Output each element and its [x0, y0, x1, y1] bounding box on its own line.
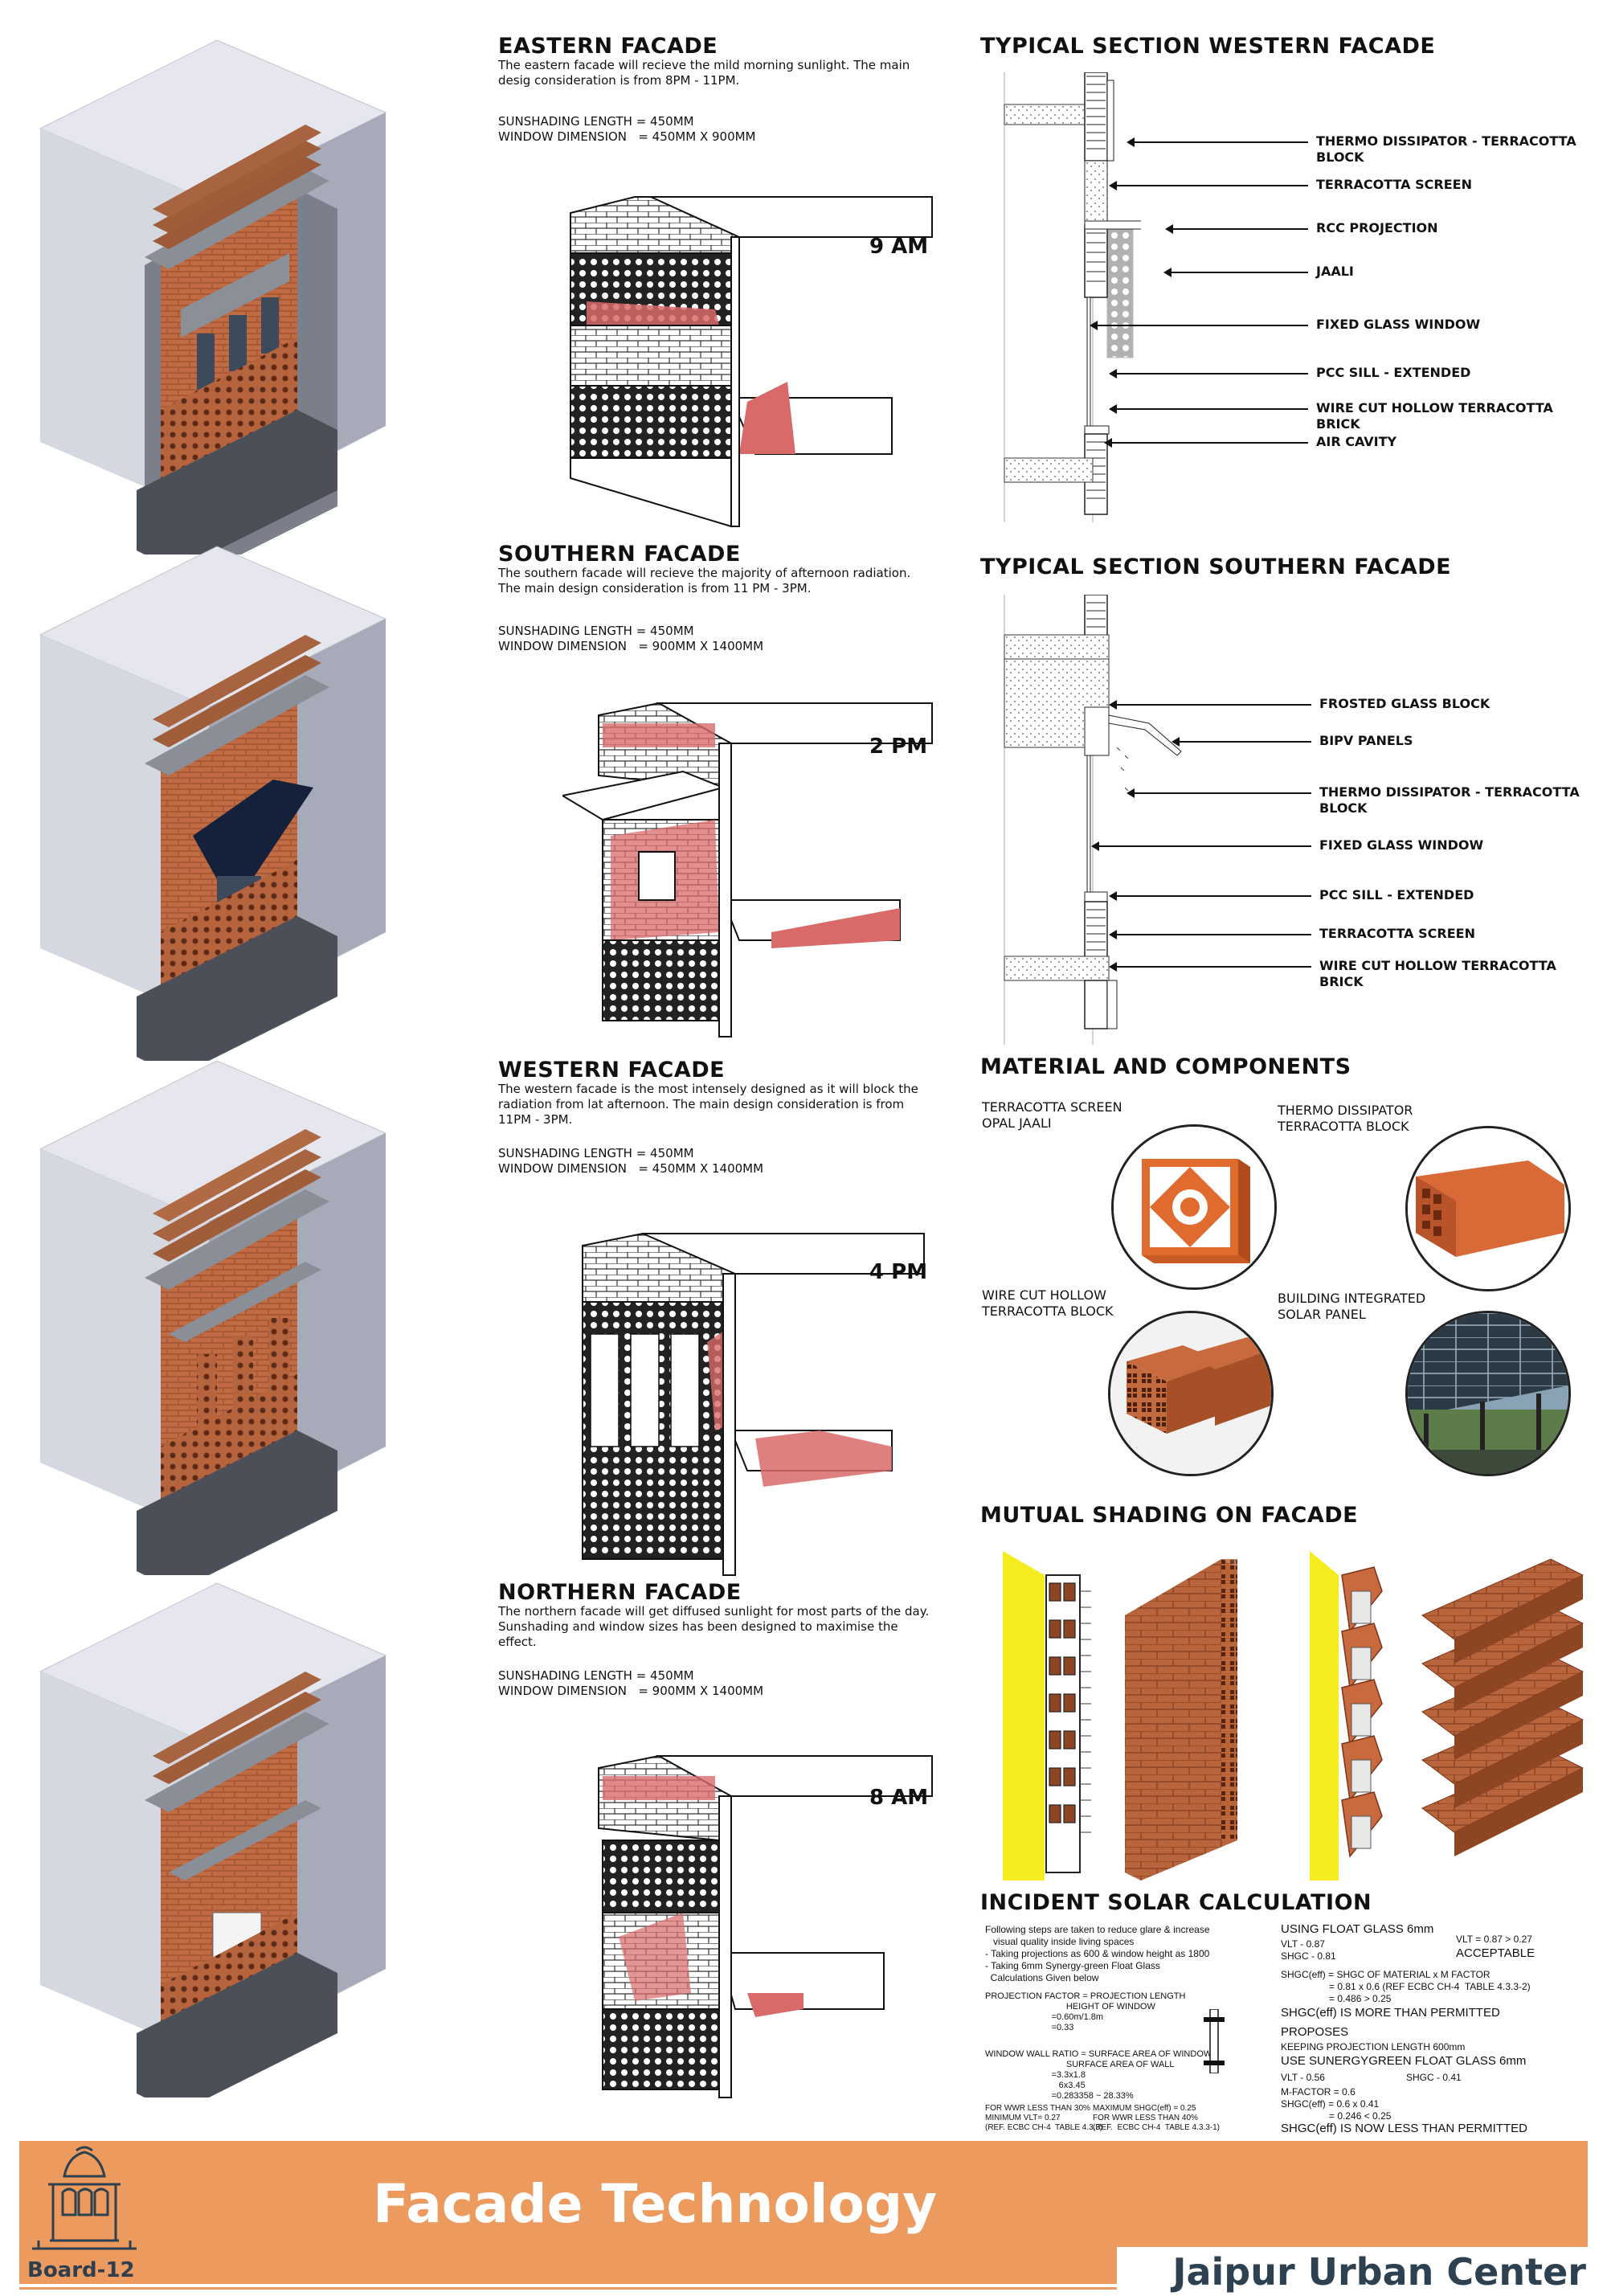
western-label-cavity: AIR CAVITY — [1316, 434, 1397, 449]
board-number: Board-12 — [27, 2258, 135, 2282]
southern-label-screen: TERRACOTTA SCREEN — [1319, 926, 1475, 941]
sun-time-north: 8 AM — [869, 1786, 929, 1810]
western-arrow-rcc — [1165, 224, 1308, 234]
solar-calc-wwr: WINDOW WALL RATIO = SURFACE AREA OF WIND… — [985, 2049, 1212, 2101]
western-label-thermo: THERMO DISSIPATOR - TERRACOTTA BLOCK — [1316, 133, 1576, 165]
mutual-shading-title: MUTUAL SHADING ON FACADE — [980, 1503, 1359, 1528]
facade-title-west: WESTERN FACADE — [498, 1058, 726, 1083]
western-section-drawing — [996, 72, 1150, 522]
solar-calc-title: INCIDENT SOLAR CALCULATION — [980, 1890, 1372, 1915]
project-name: Jaipur Urban Center — [1172, 2250, 1586, 2294]
southern-arrow-brick — [1109, 962, 1311, 972]
facade-spec-south: SUNSHADING LENGTH = 450MM WINDOW DIMENSI… — [498, 624, 764, 653]
sun-diagram-south — [560, 699, 940, 1045]
facade-title-south: SOUTHERN FACADE — [498, 542, 741, 567]
facade-desc-north: The northern facade will get diffused su… — [498, 1604, 930, 1649]
window-section-icon — [1200, 2008, 1228, 2074]
western-label-glass: FIXED GLASS WINDOW — [1316, 317, 1481, 332]
hawa-mahal-icon — [32, 2144, 137, 2253]
solar-calc-limits-left: FOR WWR LESS THAN 30% MINIMUM VLT= 0.27 … — [985, 2104, 1103, 2132]
facade-model-west — [32, 1045, 482, 1591]
solar-calc-projection: PROJECTION FACTOR = PROJECTION LENGTH HE… — [985, 1991, 1186, 2032]
solar-calc-limits-right: MAXIMUM SHGC(eff) = 0.25 FOR WWR LESS TH… — [1093, 2104, 1221, 2132]
southern-section-drawing — [996, 594, 1189, 1045]
facade-spec-west: SUNSHADING LENGTH = 450MM WINDOW DIMENSI… — [498, 1146, 764, 1176]
solar-calc-more: SHGC(eff) IS MORE THAN PERMITTED — [1281, 2006, 1500, 2020]
solar-calc-mfactor: M-FACTOR = 0.6 SHGC(eff) = 0.6 x 0.41 = … — [1281, 2086, 1392, 2122]
western-label-sill: PCC SILL - EXTENDED — [1316, 365, 1471, 380]
western-arrow-sill — [1109, 369, 1308, 379]
western-arrow-glass — [1090, 321, 1308, 330]
facade-model-north — [32, 1567, 482, 2114]
southern-arrow-screen — [1109, 930, 1311, 939]
facade-desc-south: The southern facade will recieve the maj… — [498, 566, 911, 595]
solar-calc-shgc: SHGC(eff) = SHGC OF MATERIAL x M FACTOR … — [1281, 1969, 1531, 2004]
solar-calc-vlt-check: VLT = 0.87 > 0.27 — [1456, 1934, 1532, 1945]
material-label-thermo: THERMO DISSIPATOR TERRACOTTA BLOCK — [1278, 1103, 1413, 1134]
project-name-box: Jaipur Urban Center — [1117, 2247, 1591, 2294]
material-image-solar — [1408, 1313, 1568, 1474]
western-arrow-cavity — [1104, 438, 1308, 448]
sun-time-south: 2 PM — [869, 735, 928, 759]
southern-label-sill: PCC SILL - EXTENDED — [1319, 887, 1474, 902]
sun-diagram-north — [562, 1752, 940, 2106]
solar-calc-use: USE SUNERGYGREEN FLOAT GLASS 6mm — [1281, 2054, 1527, 2068]
southern-section-title: TYPICAL SECTION SOUTHERN FACADE — [980, 555, 1452, 579]
southern-label-thermo: THERMO DISSIPATOR - TERRACOTTA BLOCK — [1319, 784, 1580, 816]
facade-title-north: NORTHERN FACADE — [498, 1580, 742, 1605]
southern-label-glass: FIXED GLASS WINDOW — [1319, 837, 1484, 853]
western-label-screen: TERRACOTTA SCREEN — [1316, 177, 1472, 192]
southern-arrow-sill — [1109, 891, 1311, 901]
solar-calc-intro: Following steps are taken to reduce glar… — [985, 1924, 1210, 1983]
western-section-title: TYPICAL SECTION WESTERN FACADE — [980, 34, 1436, 59]
western-arrow-jaali — [1163, 268, 1308, 277]
facade-spec-north: SUNSHADING LENGTH = 450MM WINDOW DIMENSI… — [498, 1668, 764, 1698]
solar-calc-less: SHGC(eff) IS NOW LESS THAN PERMITTED — [1281, 2122, 1527, 2135]
facade-spec-east: SUNSHADING LENGTH = 450MM WINDOW DIMENSI… — [498, 114, 756, 144]
material-label-hollow: WIRE CUT HOLLOW TERRACOTTA BLOCK — [982, 1287, 1114, 1319]
material-image-thermo — [1408, 1128, 1568, 1289]
southern-arrow-glass — [1091, 841, 1311, 851]
southern-arrow-bipv — [1172, 737, 1311, 747]
southern-label-bipv: BIPV PANELS — [1319, 733, 1413, 748]
solar-calc-vlt1: VLT - 0.87 SHGC - 0.81 — [1281, 1938, 1336, 1962]
solar-calc-acceptable: ACCEPTABLE — [1456, 1946, 1535, 1960]
mutual-shading-diagram-right — [1310, 1543, 1591, 1881]
footer-title: Facade Technology — [373, 2173, 938, 2235]
western-arrow-thermo — [1127, 137, 1308, 147]
sun-diagram-west — [554, 1230, 940, 1583]
material-image-jaali — [1114, 1127, 1274, 1287]
western-label-jaali: JAALI — [1316, 264, 1354, 279]
material-label-solar: BUILDING INTEGRATED SOLAR PANEL — [1278, 1291, 1426, 1322]
southern-label-frosted: FROSTED GLASS BLOCK — [1319, 696, 1490, 711]
southern-arrow-frosted — [1109, 700, 1311, 710]
southern-arrow-thermo — [1127, 788, 1311, 798]
facade-model-east — [32, 24, 482, 579]
western-arrow-brick — [1109, 404, 1308, 414]
mutual-shading-diagram-left — [996, 1543, 1270, 1881]
facade-desc-east: The eastern facade will recieve the mild… — [498, 58, 910, 88]
facade-desc-west: The western facade is the most intensely… — [498, 1082, 918, 1127]
sun-time-east: 9 AM — [869, 235, 929, 259]
solar-calc-vlt2: VLT - 0.56 — [1281, 2072, 1325, 2083]
material-label-jaali: TERRACOTTA SCREEN OPAL JAALI — [982, 1099, 1122, 1131]
solar-calc-proposes: PROPOSES — [1281, 2025, 1349, 2039]
solar-calc-keeping: KEEPING PROJECTION LENGTH 600mm — [1281, 2041, 1466, 2052]
footer-underline — [19, 2287, 1588, 2290]
facade-model-south — [32, 530, 482, 1077]
western-arrow-screen — [1109, 181, 1308, 190]
western-label-brick: WIRE CUT HOLLOW TERRACOTTA BRICK — [1316, 400, 1553, 432]
sun-diagram-east — [554, 189, 940, 542]
sun-time-west: 4 PM — [869, 1260, 928, 1284]
western-label-rcc: RCC PROJECTION — [1316, 220, 1438, 235]
facade-title-east: EASTERN FACADE — [498, 34, 718, 59]
materials-title: MATERIAL AND COMPONENTS — [980, 1054, 1351, 1079]
material-image-hollow — [1110, 1313, 1271, 1474]
solar-calc-using: USING FLOAT GLASS 6mm — [1281, 1922, 1434, 1936]
southern-label-brick: WIRE CUT HOLLOW TERRACOTTA BRICK — [1319, 958, 1556, 989]
solar-calc-shgc2: SHGC - 0.41 — [1406, 2072, 1462, 2083]
